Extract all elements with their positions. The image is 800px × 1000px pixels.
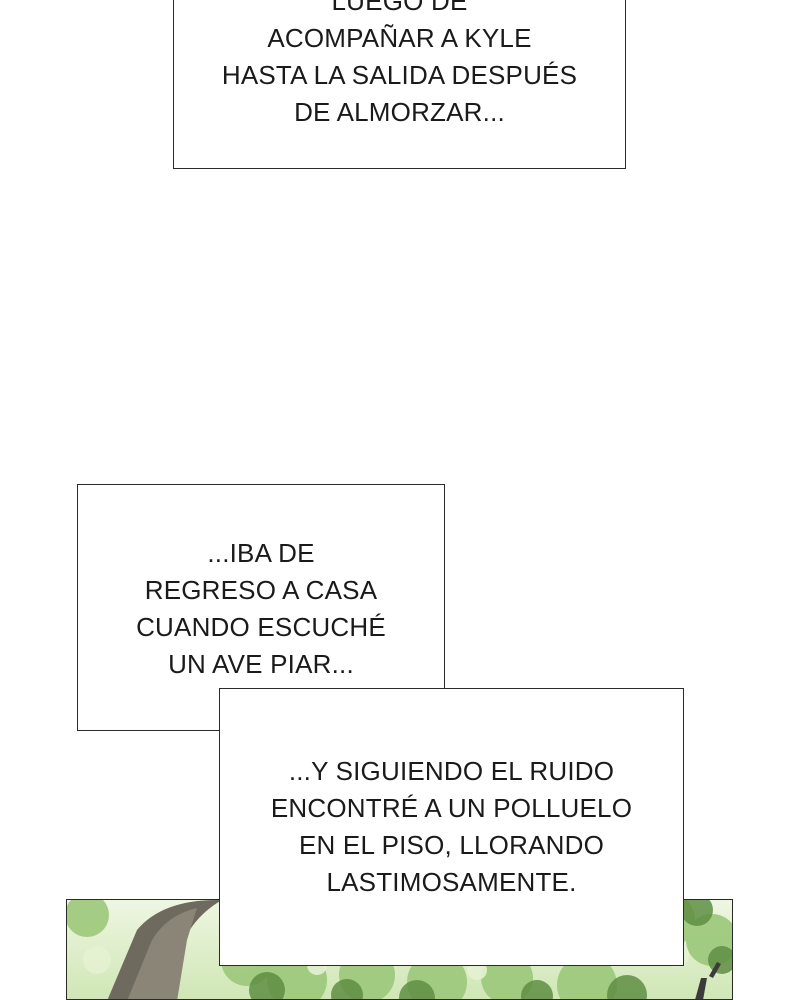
caption-line: LASTIMOSAMENTE. [326,867,577,897]
caption-box-right: ...Y SIGUIENDO EL RUIDO ENCONTRÉ A UN PO… [219,688,684,966]
caption-text-top: LUEGO DE ACOMPAÑAR A KYLE HASTA LA SALID… [174,0,625,131]
caption-line: ...Y SIGUIENDO EL RUIDO [288,756,615,786]
caption-line: ...IBA DE [207,538,315,568]
caption-line: HASTA LA SALIDA DESPUÉS [221,60,578,90]
caption-line: ACOMPAÑAR A KYLE [267,23,532,53]
caption-line: ENCONTRÉ A UN POLLUELO [270,793,633,823]
caption-line: LUEGO DE [331,0,468,16]
caption-line: REGRESO A CASA [144,575,378,605]
caption-line: DE ALMORZAR... [294,97,505,127]
caption-box-top: LUEGO DE ACOMPAÑAR A KYLE HASTA LA SALID… [173,0,626,169]
caption-line: EN EL PISO, LLORANDO [298,830,605,860]
caption-line: CUANDO ESCUCHÉ [136,612,386,642]
caption-text-left: ...IBA DE REGRESO A CASA CUANDO ESCUCHÉ … [78,535,444,683]
caption-line: UN AVE PIAR... [168,649,354,679]
caption-text-right: ...Y SIGUIENDO EL RUIDO ENCONTRÉ A UN PO… [220,753,683,901]
